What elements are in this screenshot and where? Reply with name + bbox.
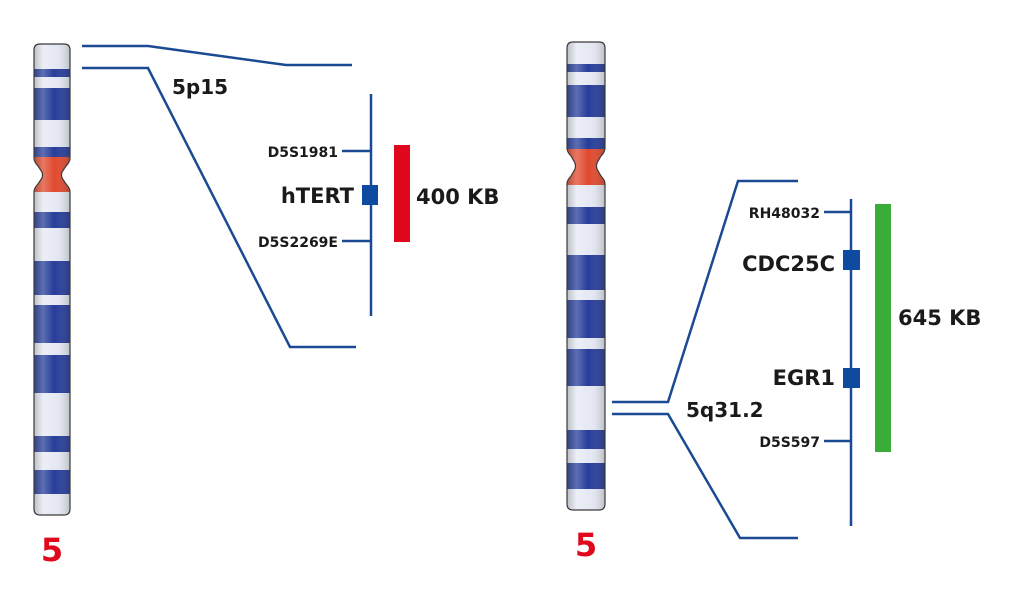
gene-label: EGR1 — [773, 366, 835, 390]
gene-label: CDC25C — [742, 252, 835, 276]
gene-marker-box — [362, 185, 378, 205]
chromosome-number: 5 — [41, 531, 63, 569]
zoom-line-top — [82, 44, 352, 67]
marker-label: D5S597 — [759, 435, 820, 451]
zoom-line-bottom — [612, 412, 798, 540]
gene-marker-box — [843, 250, 860, 270]
marker-label: RH48032 — [749, 206, 820, 222]
band-label: 5q31.2 — [686, 398, 764, 422]
zoom-line-top — [612, 179, 798, 404]
left-chromosome — [33, 43, 71, 516]
chromosome-number: 5 — [575, 526, 597, 564]
marker-label: D5S2269E — [258, 235, 338, 251]
band-label: 5p15 — [172, 75, 228, 99]
right-zoom-lines — [612, 179, 853, 540]
marker-label: D5S1981 — [268, 145, 338, 161]
gene-label: hTERT — [281, 184, 355, 208]
region-bar — [875, 204, 891, 452]
region-size-label: 400 KB — [416, 185, 499, 209]
gene-marker-box — [843, 368, 860, 388]
region-size-label: 645 KB — [898, 306, 981, 330]
region-bar — [394, 145, 410, 242]
right-chromosome — [566, 41, 606, 511]
zoom-line-bottom — [82, 66, 356, 349]
